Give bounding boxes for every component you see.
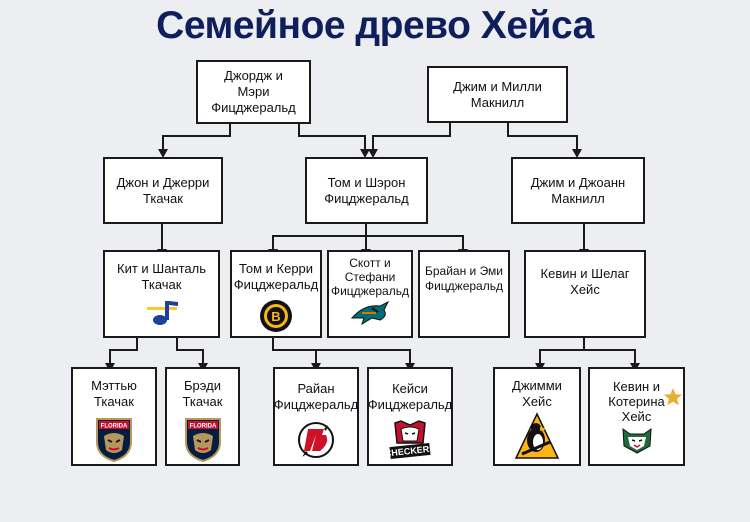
node-kevin-sheelagh-hayes: Кевин и Шелаг Хейс — [524, 250, 646, 338]
node-label: Кейси Фицджеральд — [367, 381, 453, 412]
node-jimmy-hayes: Джимми Хейс — [493, 367, 581, 466]
node-label: Кит и Шанталь Ткачак — [117, 261, 206, 292]
connector-mcneill — [372, 123, 578, 150]
penguins-logo — [514, 412, 560, 462]
node-label: Джим и Джоанн Макнилл — [530, 174, 626, 206]
florida-panthers-logo: FLORIDA — [94, 416, 134, 462]
node-george-mary-fitzgerald: Джордж и Мэри Фицджеральд — [196, 60, 311, 124]
connector-fitzgerald — [162, 123, 366, 150]
node-label: Джим и Милли Макнилл — [453, 78, 542, 110]
sharks-logo — [350, 300, 390, 326]
node-label: Брайан и Эми Фицджеральд — [424, 264, 504, 293]
node-kevin-katerina-hayes: Кевин и Котерина Хейс — [588, 367, 685, 466]
node-label: Брэди Ткачак — [182, 378, 223, 409]
connector-tom-sharon — [272, 223, 464, 250]
node-label: Кевин и Котерина Хейс — [608, 379, 665, 424]
svg-text:FLORIDA: FLORIDA — [101, 424, 128, 430]
node-tom-kerry-fitzgerald: Том и Керри Фицджеральд B — [230, 250, 322, 338]
florida-panthers-logo: FLORIDA — [183, 416, 223, 462]
node-label: Скотт и Стефани Фицджеральд — [330, 256, 409, 298]
connector-keith — [109, 337, 204, 364]
node-keith-chantal-tkachuk: Кит и Шанталь Ткачак — [103, 250, 220, 338]
connector-kevin-sheelagh — [539, 337, 636, 364]
svg-text:B: B — [271, 309, 280, 324]
node-label: Джон и Джерри Ткачак — [116, 174, 210, 206]
node-label: Райан Фицджеральд — [273, 381, 359, 412]
connector-tom-kerry — [272, 337, 411, 364]
node-ryan-fitzgerald: Райан Фицджеральд — [273, 367, 359, 466]
node-label: Кевин и Шелаг Хейс — [540, 266, 630, 297]
node-matthew-tkachuk: Мэттью Ткачак FLORIDA — [71, 367, 157, 466]
node-label: Джимми Хейс — [512, 378, 562, 409]
node-label: Том и Керри Фицджеральд — [233, 261, 319, 292]
node-brady-tkachuk: Брэди Ткачак FLORIDA — [165, 367, 240, 466]
checkers-logo: CHECKERS — [387, 419, 433, 461]
bruins-logo: B — [259, 299, 293, 333]
node-brian-amy-fitzgerald: Брайан и Эми Фицджеральд — [418, 250, 510, 338]
svg-text:FLORIDA: FLORIDA — [189, 424, 216, 430]
node-casey-fitzgerald: Кейси Фицджеральд CHECKERS — [367, 367, 453, 466]
node-jim-milly-mcneill: Джим и Милли Макнилл — [427, 66, 568, 123]
node-john-jerry-tkachuk: Джон и Джерри Ткачак — [103, 157, 223, 224]
star-icon — [663, 387, 683, 412]
devils-logo — [296, 421, 336, 459]
node-label: Мэттью Ткачак — [91, 378, 137, 409]
node-scott-stephanie-fitzgerald: Скотт и Стефани Фицджеральд — [327, 250, 413, 338]
node-jim-joann-mcneill: Джим и Джоанн Макнилл — [511, 157, 645, 224]
node-tom-sharon-fitzgerald: Том и Шэрон Фицджеральд — [305, 157, 428, 224]
node-label: Том и Шэрон Фицджеральд — [324, 174, 409, 206]
node-label: Джордж и Мэри Фицджеральд — [211, 68, 296, 115]
blues-note-logo — [144, 299, 180, 327]
page-title: Семейное древо Хейса — [156, 4, 594, 47]
checkers-wordmark: CHECKERS — [387, 443, 433, 458]
wild-cat-logo — [620, 426, 654, 454]
